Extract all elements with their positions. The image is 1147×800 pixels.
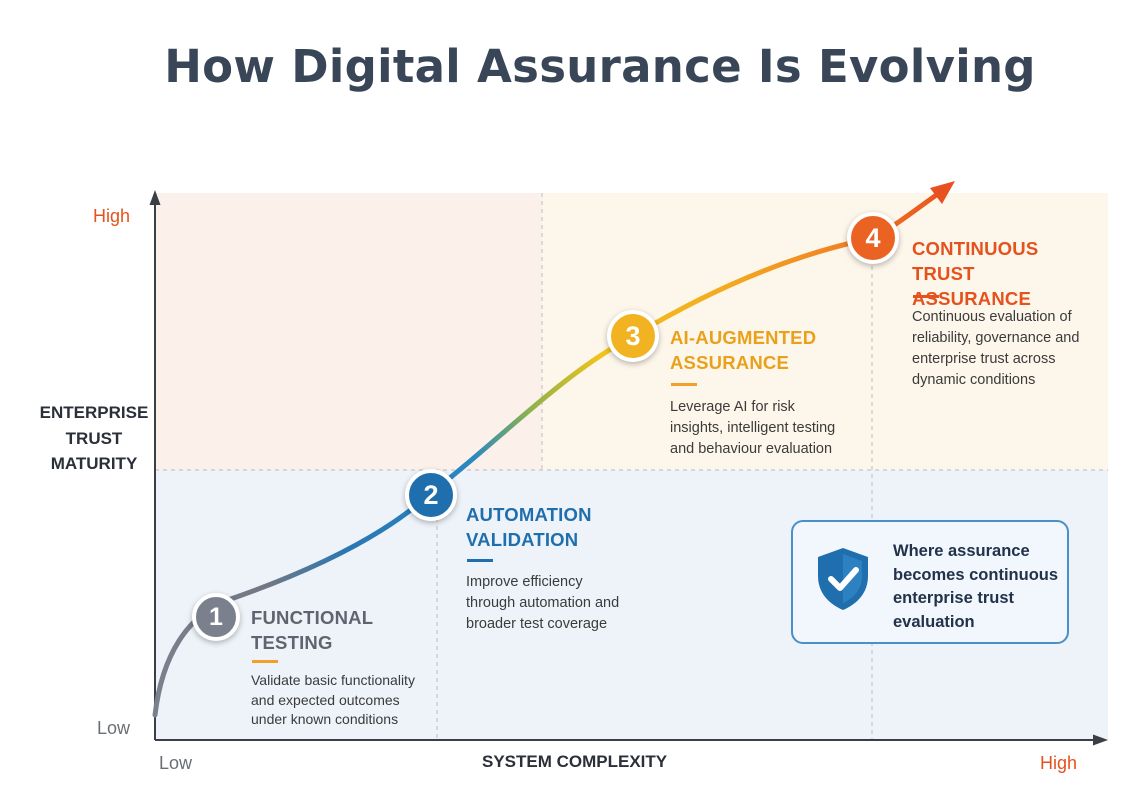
stage-2-marker: 2 — [405, 469, 457, 521]
stage-3-marker: 3 — [607, 310, 659, 362]
y-axis-high-label: High — [93, 206, 131, 226]
stage-4-marker: 4 — [847, 212, 899, 264]
callout-box: Where assurance becomes continuous enter… — [791, 520, 1069, 644]
stage-4-title: CONTINUOUS TRUST ASSURANCE — [912, 238, 1039, 309]
stage-3-underline — [671, 383, 697, 386]
stage-1-marker: 1 — [192, 593, 240, 641]
x-axis-low-label: Low — [159, 753, 193, 773]
stage-2-underline — [467, 559, 493, 562]
callout-text: Where assurance becomes continuous enter… — [893, 542, 1059, 631]
x-axis-high-label: High — [1040, 753, 1078, 773]
growth-arrowhead — [930, 181, 955, 204]
stage-2-description: Improve efficiency through automation an… — [466, 574, 620, 632]
y-axis-arrowhead — [149, 190, 161, 205]
upper-left-region — [155, 193, 542, 470]
stage-1-underline — [252, 660, 278, 663]
stage-3-title: AI-AUGMENTED ASSURANCE — [670, 327, 817, 373]
stage-4-underline — [913, 295, 939, 298]
shield-check-icon — [818, 548, 868, 610]
stage-3-description: Leverage AI for risk insights, intellige… — [670, 399, 836, 457]
stage-1-description: Validate basic functionality and expecte… — [251, 672, 415, 727]
x-axis-arrowhead — [1093, 734, 1108, 746]
y-axis-low-label: Low — [97, 718, 131, 738]
y-axis-title: ENTERPRISE TRUST MATURITY — [39, 403, 149, 473]
page-title: How Digital Assurance Is Evolving — [164, 40, 1036, 93]
x-axis-title: SYSTEM COMPLEXITY — [482, 752, 668, 771]
stage-1-title: FUNCTIONAL TESTING — [251, 607, 373, 653]
stage-4-description: Continuous evaluation of reliability, go… — [912, 309, 1080, 388]
stage-2-title: AUTOMATION VALIDATION — [466, 504, 592, 550]
